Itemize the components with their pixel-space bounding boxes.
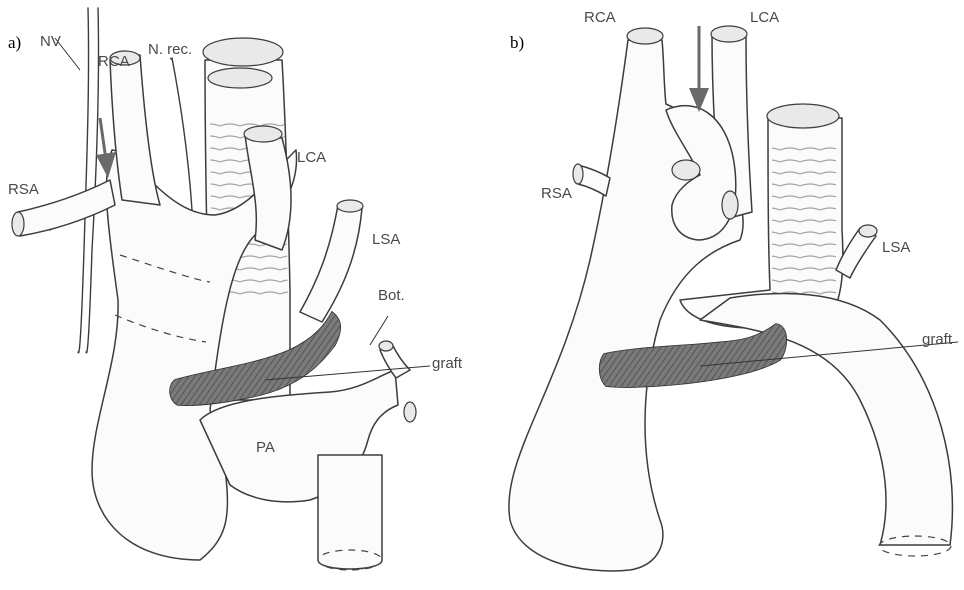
lsa-vessel-a xyxy=(300,205,362,322)
down-arrow-icon xyxy=(689,26,709,112)
panel-label-b: b) xyxy=(510,33,524,52)
label-lsa-a: LSA xyxy=(372,231,400,248)
label-rsa-b: RSA xyxy=(541,185,572,202)
descending-aorta-a xyxy=(318,455,382,569)
label-pa: PA xyxy=(256,439,275,456)
label-graft-b: graft xyxy=(922,331,953,348)
label-n-rec: N. rec. xyxy=(148,41,192,58)
label-rsa-a: RSA xyxy=(8,181,39,198)
panel-a: a) NV RCA N. rec. LCA RSA LSA Bot. graft… xyxy=(8,8,463,570)
n-rec-nerve xyxy=(172,58,192,210)
panel-label-a: a) xyxy=(8,33,21,52)
label-rca-b: RCA xyxy=(584,9,616,26)
label-graft-a: graft xyxy=(432,355,463,372)
label-nv: NV xyxy=(40,33,61,50)
label-lsa-b: LSA xyxy=(882,239,910,256)
label-rca-a: RCA xyxy=(98,53,130,70)
nv-nerve xyxy=(78,8,99,353)
panel-b: b) RCA LCA RSA LSA graft xyxy=(509,9,958,571)
label-bot: Bot. xyxy=(378,287,405,304)
trachea-lumen xyxy=(203,38,283,66)
label-lca-b: LCA xyxy=(750,9,779,26)
label-lca-a: LCA xyxy=(297,149,326,166)
descending-aorta-b xyxy=(700,293,952,545)
